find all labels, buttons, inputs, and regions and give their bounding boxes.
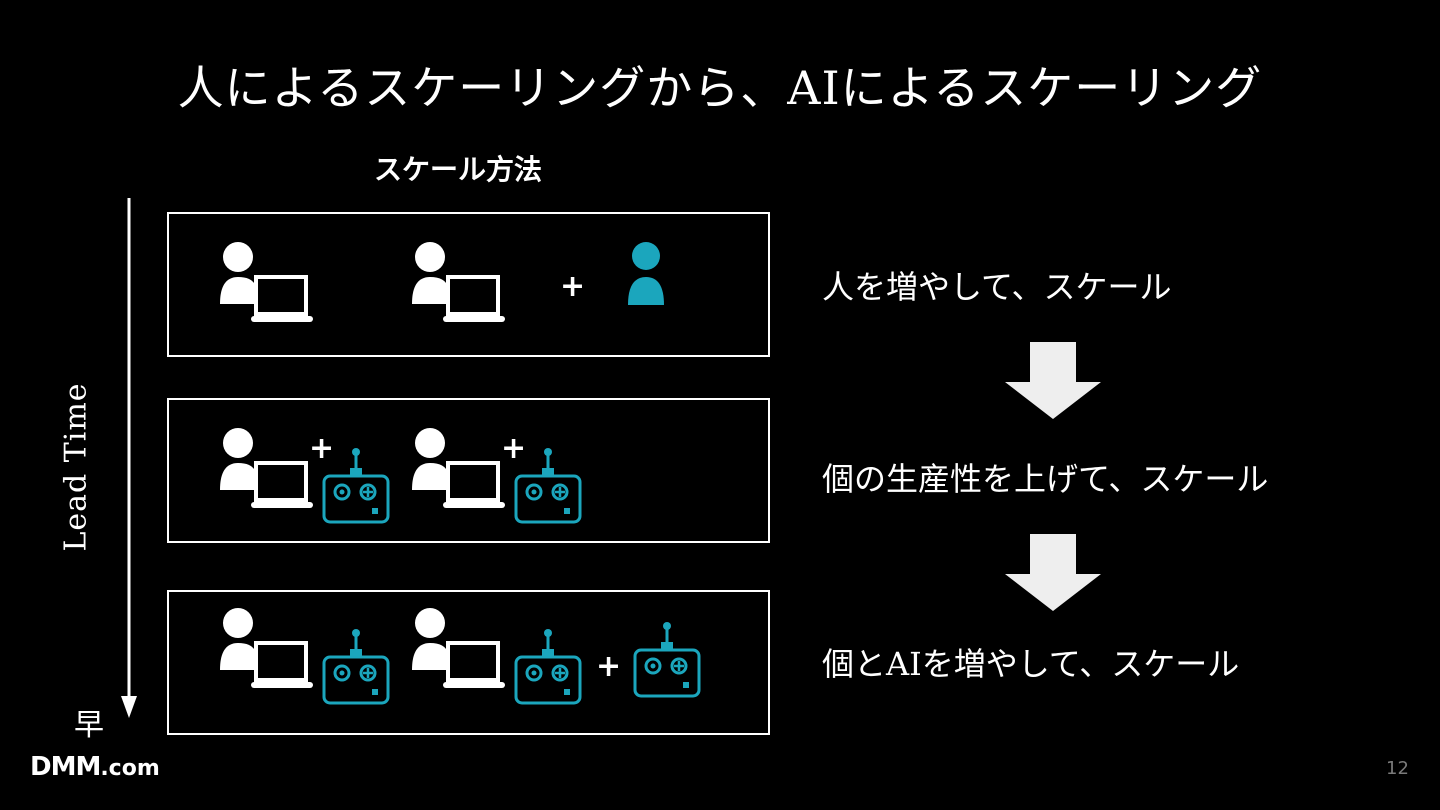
plus-sign: + bbox=[560, 269, 586, 304]
scale-row-2-box bbox=[167, 398, 770, 543]
robot-icon bbox=[322, 629, 390, 705]
robot-icon bbox=[514, 448, 582, 524]
person-laptop-icon bbox=[220, 428, 313, 508]
plus-sign: + bbox=[596, 649, 622, 684]
person-laptop-icon bbox=[412, 428, 505, 508]
down-arrow-icon bbox=[1005, 534, 1101, 611]
scale-row-3-box bbox=[167, 590, 770, 735]
new-robot-icon bbox=[633, 622, 701, 698]
scale-row-1-box bbox=[167, 212, 770, 357]
plus-sign: + bbox=[309, 431, 335, 466]
robot-icon bbox=[322, 448, 390, 524]
down-arrow-icon bbox=[1005, 342, 1101, 419]
plus-sign: + bbox=[501, 431, 527, 466]
person-laptop-icon bbox=[412, 242, 505, 322]
robot-icon bbox=[514, 629, 582, 705]
early-label: 早 bbox=[74, 708, 104, 743]
person-laptop-icon bbox=[412, 608, 505, 688]
lead-time-label: Lead Time bbox=[58, 382, 94, 552]
person-laptop-icon bbox=[220, 608, 313, 688]
lead-time-arrow-icon bbox=[121, 198, 137, 718]
logo-main: DMM bbox=[30, 752, 101, 782]
page-number: 12 bbox=[1386, 758, 1409, 779]
slide-title: 人によるスケーリングから、AIによるスケーリング bbox=[177, 61, 1263, 115]
row-3-description: 個とAIを増やして、スケール bbox=[822, 645, 1240, 683]
row-1-description: 人を増やして、スケール bbox=[822, 268, 1172, 306]
row-2-description: 個の生産性を上げて、スケール bbox=[822, 460, 1269, 498]
person-laptop-icon bbox=[220, 242, 313, 322]
section-subtitle: スケール方法 bbox=[374, 153, 543, 186]
dmm-logo: DMM.com bbox=[30, 752, 160, 782]
logo-suffix: .com bbox=[100, 756, 160, 781]
new-person-icon bbox=[628, 242, 664, 305]
